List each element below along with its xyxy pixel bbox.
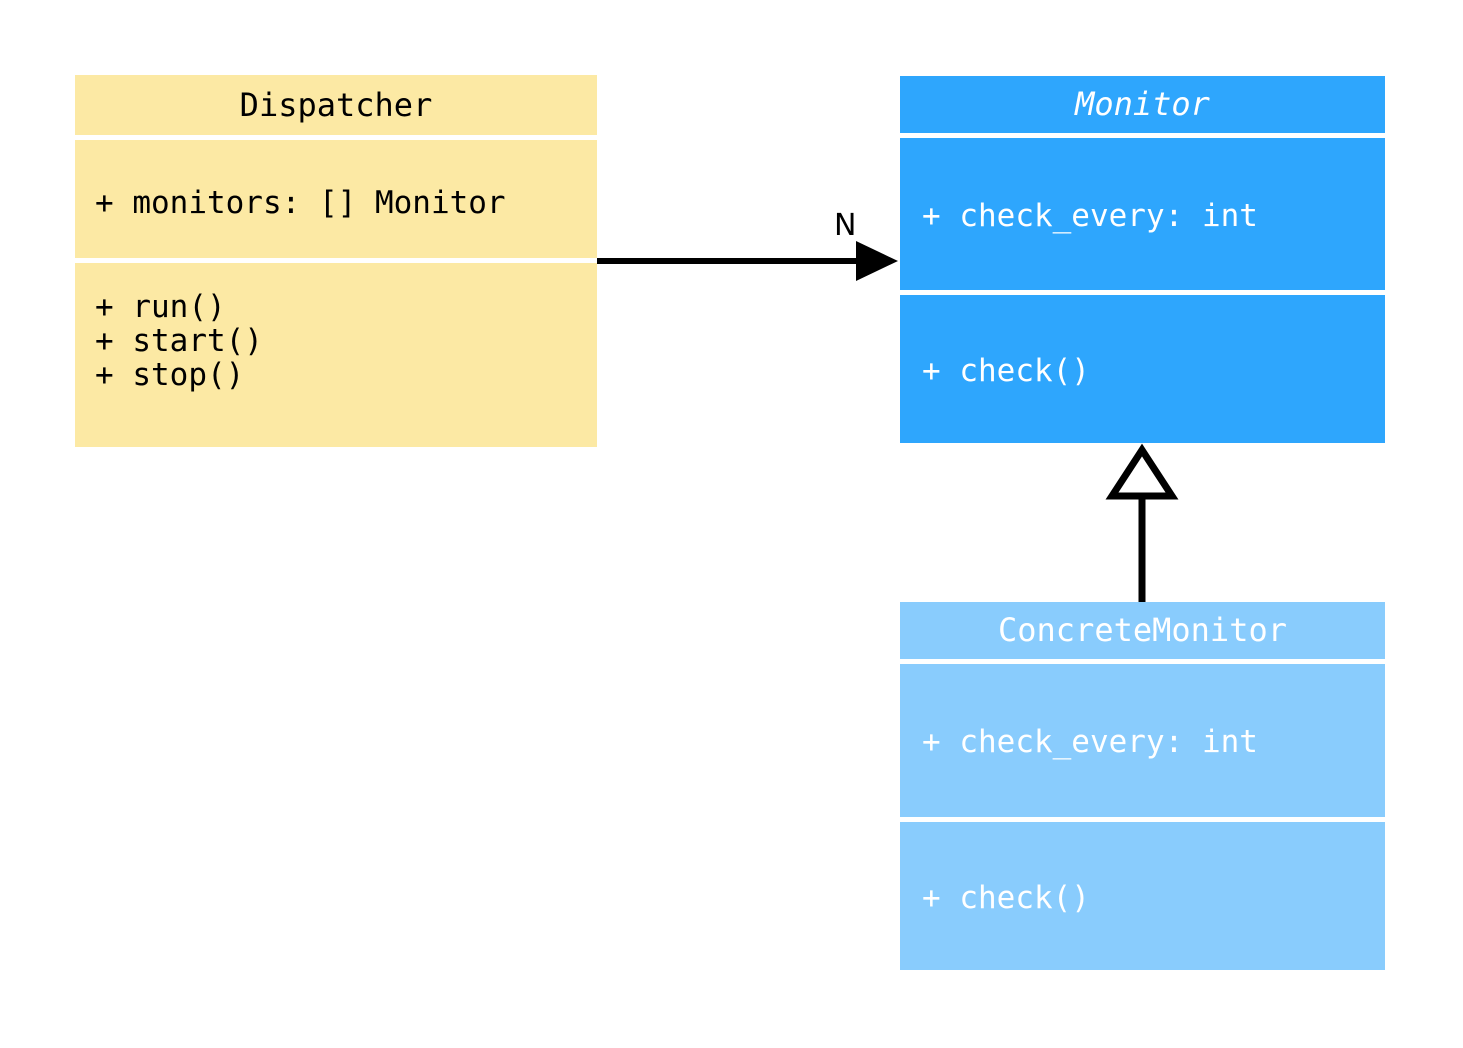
dispatcher-attributes-compartment: + monitors: [] Monitor [75, 140, 597, 258]
generalization-hollow-triangle-icon [1105, 443, 1179, 500]
association-arrowhead-icon [856, 241, 898, 281]
class-box-monitor[interactable]: Monitor + check_every: int + check() [900, 76, 1385, 443]
class-box-concrete-monitor[interactable]: ConcreteMonitor + check_every: int + che… [900, 602, 1385, 970]
concrete-monitor-title-compartment: ConcreteMonitor [900, 602, 1385, 659]
dispatcher-title-compartment: Dispatcher [75, 75, 597, 135]
dispatcher-methods: + run() + start() + stop() [95, 289, 263, 393]
monitor-attributes-compartment: + check_every: int [900, 138, 1385, 290]
dispatcher-attributes: + monitors: [] Monitor [95, 185, 506, 221]
monitor-title-compartment: Monitor [900, 76, 1385, 133]
concrete-monitor-attributes-compartment: + check_every: int [900, 664, 1385, 817]
class-box-dispatcher[interactable]: Dispatcher + monitors: [] Monitor + run(… [75, 75, 597, 447]
dispatcher-methods-compartment: + run() + start() + stop() [75, 263, 597, 447]
association-multiplicity-label: N [834, 208, 857, 243]
concrete-monitor-methods-compartment: + check() [900, 822, 1385, 970]
generalization-concrete-monitor-to-monitor [1105, 443, 1179, 602]
concrete-monitor-methods: + check() [922, 880, 1090, 916]
monitor-attributes: + check_every: int [922, 198, 1258, 234]
monitor-class-name: Monitor [1075, 85, 1210, 123]
monitor-methods: + check() [922, 353, 1090, 389]
monitor-methods-compartment: + check() [900, 295, 1385, 443]
dispatcher-class-name: Dispatcher [239, 86, 433, 124]
association-dispatcher-to-monitor [597, 241, 898, 281]
concrete-monitor-class-name: ConcreteMonitor [998, 611, 1287, 649]
concrete-monitor-attributes: + check_every: int [922, 724, 1258, 760]
